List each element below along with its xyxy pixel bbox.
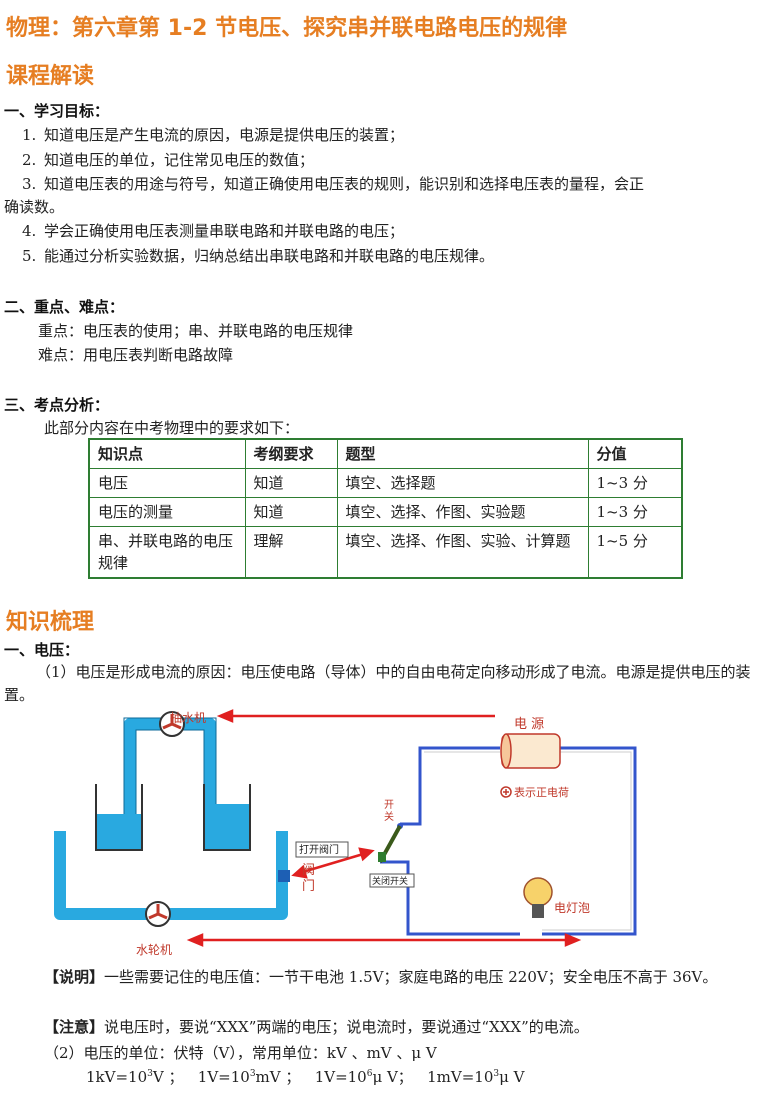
water-tank-left (95, 784, 143, 851)
table-header-row: 知识点 考纲要求 题型 分值 (88, 438, 683, 469)
units-line: （2）电压的单位：伏特（V），常用单位：kV 、mV 、μ V (44, 1044, 437, 1062)
conv-c: 1V=106μ V； (315, 1068, 413, 1086)
goal-item-3: 3. 知道电压表的用途与符号，知道正确使用电压表的规则，能识别和选择电压表的量程，… (22, 173, 644, 194)
table-cell: 填空、选择、作图、实验、计算题 (336, 526, 589, 579)
conv-a: 1kV=103V ； (86, 1068, 183, 1086)
section-heading-course: 课程解读 (6, 64, 95, 89)
table-cell: 电压 (88, 468, 246, 498)
table-header: 考纲要求 (244, 438, 338, 469)
table-cell: 1~5 分 (587, 526, 683, 579)
conv-b-unit: mV ； (255, 1068, 301, 1086)
conv-c-exp: 6 (366, 1069, 373, 1079)
conv-b: 1V=103mV ； (198, 1068, 301, 1086)
goal-item-2: 2. 知道电压的单位，记住常见电压的数值； (22, 149, 314, 170)
battery-icon (500, 733, 561, 769)
table-cell: 1~3 分 (587, 497, 683, 527)
note-paragraph: 【说明】一些需要记住的电压值：一节干电池 1.5V；家庭电路的电压 220V；安… (4, 966, 766, 989)
page-title: 物理：第六章第 1-2 节电压、探究串并联电路电压的规律 (6, 16, 568, 41)
table-row: 电压 知道 填空、选择题 1~3 分 (88, 468, 683, 498)
table-header: 题型 (336, 438, 589, 469)
valve-label-1: 阀 (302, 863, 315, 878)
flow-arrows (186, 709, 582, 947)
positive-charge-icon (500, 786, 512, 798)
goal-num: 1. (22, 126, 37, 144)
switch-label-2: 关 (384, 810, 394, 823)
conv-c-unit: μ V； (372, 1068, 413, 1086)
valve-label-2: 门 (302, 879, 315, 894)
caution-text: 说电压时，要说“XXX”两端的电压；说电流时，要说通过“XXX”的电流。 (104, 1018, 589, 1036)
table-cell: 理解 (244, 526, 338, 579)
note-label: 【说明】 (44, 968, 105, 986)
power-label: 电 源 (514, 717, 544, 732)
switch-label-1: 开 (384, 800, 394, 811)
caution-paragraph: 【注意】说电压时，要说“XXX”两端的电压；说电流时，要说通过“XXX”的电流。 (44, 1016, 589, 1037)
pump-label: 抽水机 (170, 711, 206, 725)
table-cell: 填空、选择、作图、实验题 (336, 497, 589, 527)
goal-text: 能通过分析实验数据，归纳总结出串联电路和并联电路的电压规律。 (44, 247, 495, 265)
conv-d-unit: μ V (499, 1068, 525, 1086)
table-cell: 知道 (244, 497, 338, 527)
conv-d: 1mV=103μ V (427, 1068, 524, 1086)
switch-icon (378, 823, 403, 863)
table-row: 电压的测量 知道 填空、选择、作图、实验题 1~3 分 (88, 497, 683, 527)
close-switch-label: 关闭开关 (372, 875, 408, 887)
keypoints-heading: 二、重点、难点： (4, 298, 125, 316)
voltage-heading: 一、电压： (4, 641, 80, 659)
valve-icon (278, 870, 290, 882)
pump-icon (159, 711, 185, 737)
goal-item-5: 5. 能通过分析实验数据，归纳总结出串联电路和并联电路的电压规律。 (22, 245, 494, 266)
open-valve-label: 打开阀门 (299, 843, 339, 856)
goal-text: 学会正确使用电压表测量串联电路和并联电路的电压； (44, 222, 405, 240)
open-valve-box (295, 841, 349, 858)
conv-c-base: 1V=10 (314, 1068, 367, 1086)
goal-text: 知道电压表的用途与符号，知道正确使用电压表的规则，能识别和选择电压表的量程，会正 (44, 175, 645, 193)
conv-a-unit: V ； (152, 1068, 184, 1086)
goal-text: 知道电压是产生电流的原因，电源是提供电压的装置； (44, 126, 405, 144)
electric-wires-inner (424, 751, 632, 931)
table-cell: 电压的测量 (88, 497, 246, 527)
table-header: 知识点 (88, 438, 246, 469)
goal-num: 3. (22, 175, 37, 193)
goal-num: 4. (22, 222, 37, 240)
conv-a-base: 1kV=10 (86, 1068, 148, 1086)
goal-item-4: 4. 学会正确使用电压表测量串联电路和并联电路的电压； (22, 220, 404, 241)
water-tank-right (203, 784, 251, 851)
conv-a-exp: 3 (147, 1069, 153, 1079)
turbine-icon (145, 901, 171, 927)
table-cell: 1~3 分 (587, 468, 683, 498)
section-heading-knowledge: 知识梳理 (6, 610, 95, 635)
key-point-text: 重点：电压表的使用；串、并联电路的电压规律 (38, 322, 354, 340)
table-row: 串、并联电路的电压规律 理解 填空、选择、作图、实验、计算题 1~5 分 (88, 526, 683, 579)
caution-label: 【注意】 (44, 1018, 105, 1036)
goal-num: 5. (22, 247, 37, 265)
table-cell: 知道 (244, 468, 338, 498)
conv-d-exp: 3 (493, 1069, 500, 1079)
conv-b-base: 1V=10 (197, 1068, 250, 1086)
goal-item-3-cont: 确读数。 (4, 198, 65, 216)
exam-intro: 此部分内容在中考物理中的要求如下： (44, 419, 300, 437)
positive-charge-label: 表示正电荷 (514, 785, 569, 799)
goal-item-1: 1. 知道电压是产生电流的原因，电源是提供电压的装置； (22, 124, 404, 145)
note-text: 一些需要记住的电压值：一节干电池 1.5V；家庭电路的电压 220V；安全电压不… (104, 968, 718, 986)
water-circuit-analogy-diagram: 抽水机 水轮机 打开阀门 阀 门 电 源 表示正电荷 开 关 关闭开关 电灯泡 (54, 709, 637, 956)
conv-d-base: 1mV=10 (427, 1068, 494, 1086)
difficult-point-text: 难点：用电压表判断电路故障 (38, 346, 234, 364)
bulb-icon (523, 877, 553, 918)
table-header: 分值 (587, 438, 683, 469)
voltage-paragraph-1: （1）电压是形成电流的原因：电压使电路（导体）中的自由电荷定向移动形成了电流。电… (4, 663, 751, 704)
close-switch-box (369, 873, 415, 888)
conv-b-exp: 3 (249, 1069, 256, 1079)
goal-num: 2. (22, 151, 37, 169)
table-cell: 串、并联电路的电压规律 (88, 526, 246, 579)
table-cell: 填空、选择题 (336, 468, 589, 498)
exam-heading: 三、考点分析： (4, 396, 110, 414)
goals-heading: 一、学习目标： (4, 102, 110, 120)
turbine-label: 水轮机 (136, 943, 172, 956)
unit-conversions: 1kV=103V ； 1V=103mV ； 1V=106μ V； 1mV=103… (86, 1066, 524, 1087)
goal-text: 知道电压的单位，记住常见电压的数值； (44, 151, 315, 169)
bulb-label: 电灯泡 (554, 901, 590, 915)
exam-table: 知识点 考纲要求 题型 分值 电压 知道 填空、选择题 1~3 分 电压的测量 … (88, 438, 683, 579)
electric-wires (380, 746, 637, 936)
